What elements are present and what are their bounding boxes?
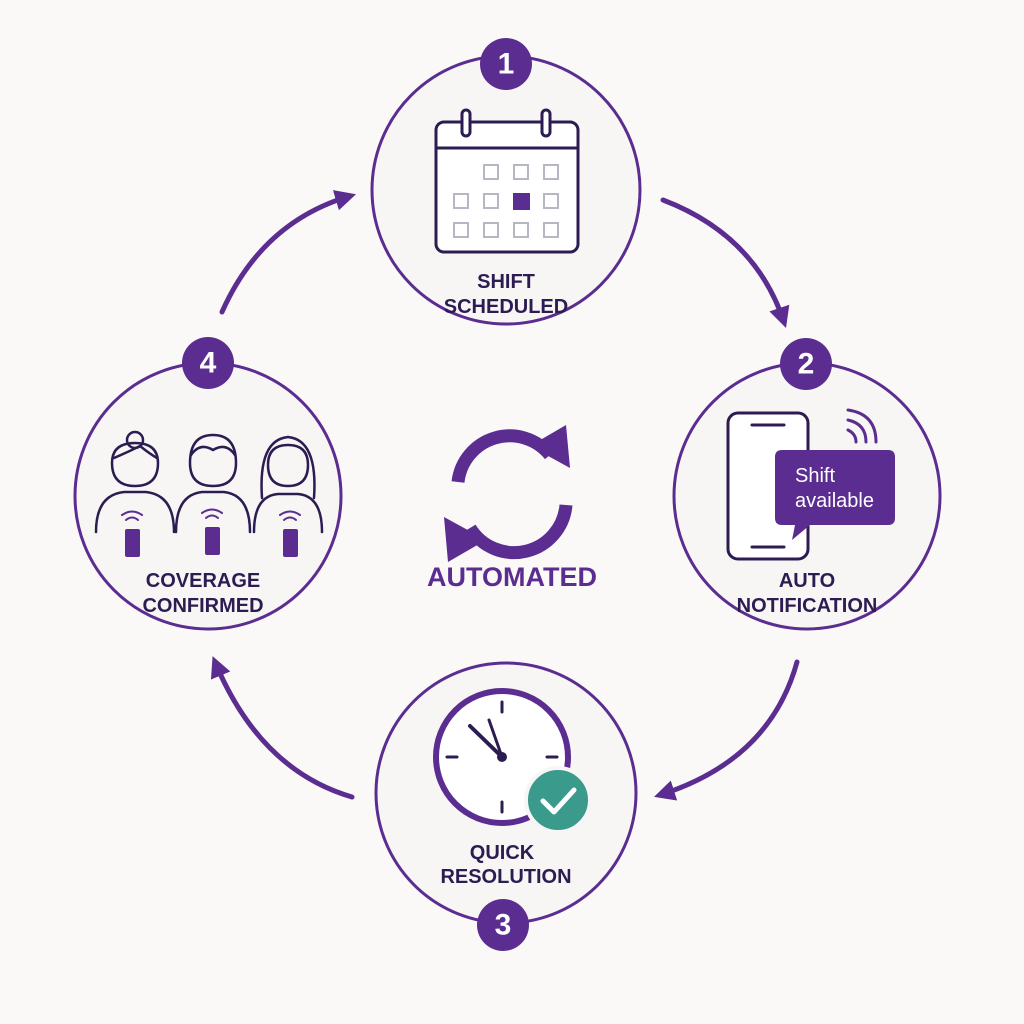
arrow-step1-to-step2 — [660, 197, 790, 328]
step-4-coverage-confirmed: COVERAGE CONFIRMED — [73, 361, 343, 631]
clock-hour-hand — [468, 724, 504, 759]
step-3-quick-resolution: QUICK RESOLUTION — [374, 661, 638, 925]
step-3-badge: 3 — [477, 899, 529, 951]
phone-icon — [205, 527, 220, 555]
step-2-label-line1: AUTO — [779, 570, 835, 592]
person-1-icon — [94, 430, 176, 534]
arrow-step4-to-step1 — [219, 190, 357, 315]
step-badges: 1 2 3 4 — [182, 38, 832, 951]
center-automated: AUTOMATED — [427, 425, 597, 592]
bubble-text-line2: available — [795, 490, 874, 512]
step-4-number: 4 — [200, 347, 217, 380]
step-2-number: 2 — [798, 348, 815, 381]
bubble-text-line1: Shift — [795, 465, 835, 487]
center-label: AUTOMATED — [427, 562, 597, 592]
step-2-badge: 2 — [780, 338, 832, 390]
arrow-step2-to-step3 — [653, 659, 800, 801]
step-3-number: 3 — [495, 909, 512, 942]
step-1-label-line2: SCHEDULED — [444, 296, 568, 318]
step-4-label-line1: COVERAGE — [146, 570, 260, 592]
step-1-label-line1: SHIFT — [477, 271, 535, 293]
person-3-icon — [252, 435, 324, 534]
step-3-label-line1: QUICK — [470, 842, 535, 864]
step-3-label-line2: RESOLUTION — [440, 866, 571, 888]
clock-minute-hand — [487, 718, 504, 759]
team-phones-icon — [94, 430, 324, 534]
chat-bubble — [775, 450, 895, 540]
person-2-icon — [174, 433, 252, 534]
phone-notification-icon: Shift available — [726, 408, 895, 561]
step-1-shift-scheduled: SHIFT SCHEDULED — [370, 54, 642, 326]
phone-icon — [125, 529, 140, 557]
step-1-badge: 1 — [480, 38, 532, 90]
signal-waves-icon — [846, 408, 878, 444]
arrow-step3-to-step4 — [210, 656, 355, 800]
calendar-icon — [434, 108, 580, 254]
step-1-number: 1 — [498, 48, 515, 81]
checkmark-icon — [524, 766, 592, 834]
cycle-arrows — [210, 190, 800, 801]
selected-day-marker — [513, 193, 530, 210]
step-2-auto-notification: Shift available AUTO NOTIFICATION — [672, 361, 942, 631]
team-phone-devices — [121, 508, 301, 557]
step-4-label-line2: CONFIRMED — [142, 595, 263, 617]
step-2-label-line2: NOTIFICATION — [737, 595, 878, 617]
step-4-badge: 4 — [182, 337, 234, 389]
clock-check-icon — [433, 688, 592, 834]
refresh-cycle-icon — [444, 425, 573, 562]
phone-icon — [283, 529, 298, 557]
